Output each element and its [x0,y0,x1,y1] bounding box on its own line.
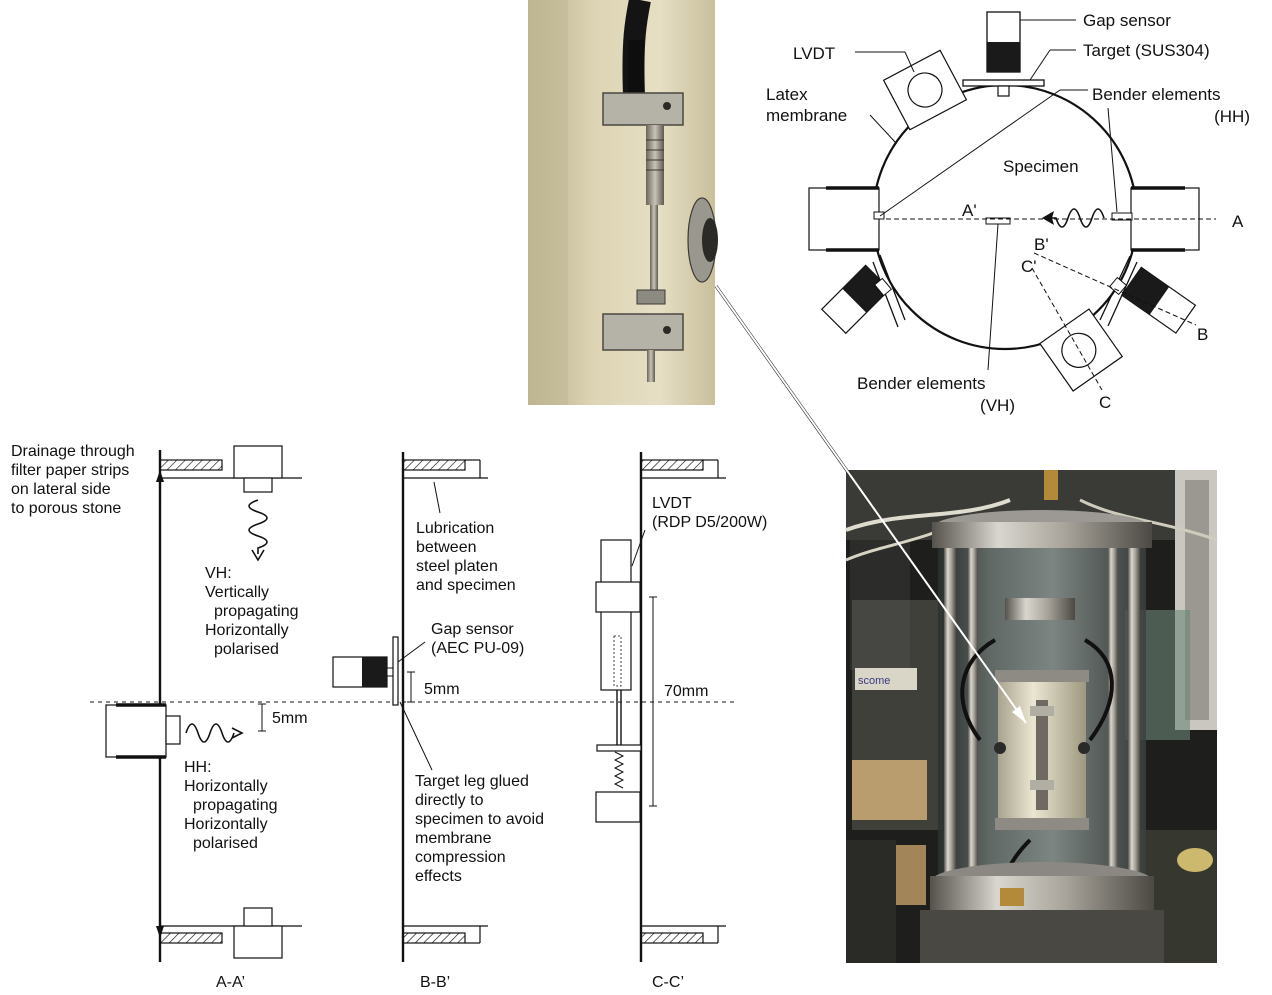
bb-gap-sensor-2: (AEC PU-09) [431,640,524,657]
hh-bender-housing [105,704,167,758]
caption-bb: B-B’ [420,974,450,991]
label-b-prime: B' [1034,235,1049,254]
target-leg-3: specimen to avoid [415,811,544,828]
gap-sensor-lower-left [820,264,891,335]
vh-line-1: VH: [205,565,232,582]
target-leg-1: Target leg glued [415,773,529,790]
label-a-prime: A' [962,201,977,220]
label-c-prime: C' [1021,257,1037,276]
hh-wave [185,723,235,743]
target-leg-4: membrane [415,830,492,847]
caption-cc: C-C’ [652,974,684,991]
section-aa-labels: Drainage through filter paper strips on … [11,443,308,991]
target-leg-5: compression [415,849,506,866]
label-bender-vh-2: (VH) [980,396,1015,415]
label-bender-vh-1: Bender elements [857,374,986,393]
label-specimen: Specimen [1003,157,1079,176]
gap-sensor-lower-right [1120,266,1197,334]
lubrication-line-4: and specimen [416,577,516,594]
target-bb [392,636,399,706]
section-cc [595,452,726,962]
right-pedestal [1130,187,1200,251]
lvdt-bottom-housing [1039,308,1124,392]
cc-dim-70mm: 70mm [664,683,708,700]
top-view-labels: Gap sensor Target (SUS304) LVDT Latex me… [766,11,1250,415]
left-pedestal [808,187,880,251]
lubrication-line-1: Lubrication [416,520,494,537]
aa-dim-5mm: 5mm [272,710,308,727]
section-bb-labels: Lubrication between steel platen and spe… [415,520,544,991]
photo-sign-text: scome [858,675,890,687]
target-plate [962,79,1045,87]
label-c: C [1099,393,1111,412]
bb-gap-sensor-1: Gap sensor [431,621,514,638]
lubrication-line-3: steel platen [416,558,498,575]
section-cc-labels: LVDT (RDP D5/200W) 70mm C-C’ [652,495,767,991]
triaxial-cell-photo: scome [845,470,1218,963]
label-a: A [1232,212,1244,231]
section-bb [332,452,488,962]
label-bender-hh-1: Bender elements [1092,85,1221,104]
hh-line-4: Horizontally [184,816,268,833]
drainage-line-2: filter paper strips [11,462,129,479]
bb-dim-5mm: 5mm [424,681,460,698]
hh-line-5: polarised [193,835,258,852]
section-aa [105,445,302,962]
hh-line-2: Horizontally [184,778,268,795]
vh-bender-housing-top [233,445,283,479]
drainage-line-4: to porous stone [11,500,121,517]
hh-line-3: propagating [193,797,278,814]
label-bender-hh-2: (HH) [1214,107,1250,126]
vh-line-4: Horizontally [205,622,289,639]
lvdt-body-cc [600,539,632,691]
label-lvdt: LVDT [793,44,835,63]
photo-connector-lines [714,285,1027,724]
target-leg-2: directly to [415,792,484,809]
label-latex-1: Latex [766,85,808,104]
hh-line-1: HH: [184,759,212,776]
lvdt-top-housing [882,49,968,131]
label-b: B [1197,325,1208,344]
cc-lvdt-2: (RDP D5/200W) [652,514,767,531]
vh-line-5: polarised [214,641,279,658]
vh-line-3: propagating [214,603,299,620]
target-leg-6: effects [415,868,462,885]
lvdt-closeup-photo [528,0,718,405]
drainage-line-3: on lateral side [11,481,111,498]
label-target: Target (SUS304) [1083,41,1210,60]
top-view-diagram [808,11,1216,392]
vh-line-2: Vertically [205,584,269,601]
cc-lvdt-1: LVDT [652,495,692,512]
lubrication-line-2: between [416,539,477,556]
label-latex-2: membrane [766,106,847,125]
hh-wave-arrow [1044,208,1105,228]
label-gap-sensor: Gap sensor [1083,11,1171,30]
caption-aa: A-A’ [216,974,245,991]
vh-wave [248,499,268,554]
drainage-line-1: Drainage through [11,443,135,460]
